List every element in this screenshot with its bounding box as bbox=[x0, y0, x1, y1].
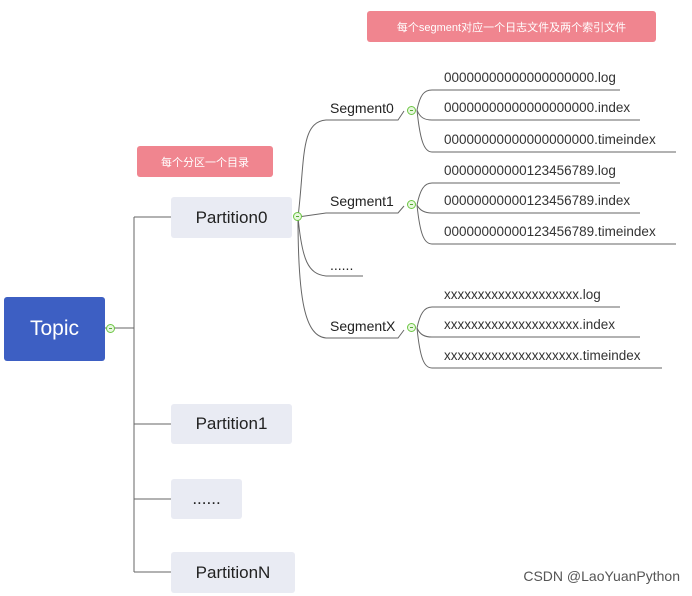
topic-collapse-icon[interactable] bbox=[106, 324, 115, 333]
segX-file1-link bbox=[416, 327, 640, 338]
partition1-node[interactable]: Partition1 bbox=[171, 404, 292, 444]
segment0-collapse-icon[interactable] bbox=[407, 106, 416, 115]
seg0-file0-link bbox=[416, 89, 620, 111]
seg0-file1-link bbox=[416, 109, 640, 121]
segment0-link bbox=[297, 110, 405, 218]
seg1-file0-link bbox=[416, 182, 620, 206]
segmentX-log-file[interactable]: xxxxxxxxxxxxxxxxxxxx.log bbox=[444, 287, 601, 302]
partition0-node[interactable]: Partition0 bbox=[171, 197, 292, 238]
segment1-index-file[interactable]: 00000000000123456789.index bbox=[444, 193, 631, 208]
topic-node[interactable]: Topic bbox=[4, 297, 105, 361]
segment0-log-file[interactable]: 00000000000000000000.log bbox=[444, 70, 616, 85]
segment-ellipsis-link bbox=[297, 216, 363, 277]
partition-ellipsis-node[interactable]: ...... bbox=[171, 479, 242, 519]
seg0-file2-link bbox=[416, 109, 676, 153]
seg1-file1-link bbox=[416, 204, 640, 214]
segment1-timeindex-file[interactable]: 00000000000123456789.timeindex bbox=[444, 224, 656, 239]
footer-credit: CSDN @LaoYuanPython bbox=[523, 568, 680, 584]
segment1-log-file[interactable]: 00000000000123456789.log bbox=[444, 163, 616, 178]
segment-ellipsis-label[interactable]: ...... bbox=[330, 257, 354, 273]
segment0-label[interactable]: Segment0 bbox=[330, 100, 394, 116]
segmentX-timeindex-file[interactable]: xxxxxxxxxxxxxxxxxxxx.timeindex bbox=[444, 348, 641, 363]
seg1-file2-link bbox=[416, 204, 676, 245]
segment0-index-file[interactable]: 00000000000000000000.index bbox=[444, 100, 631, 115]
segment-note: 每个segment对应一个日志文件及两个索引文件 bbox=[367, 11, 656, 42]
segment1-label[interactable]: Segment1 bbox=[330, 193, 394, 209]
partition0-collapse-icon[interactable] bbox=[293, 212, 302, 221]
segX-file2-link bbox=[416, 327, 662, 369]
partitionN-node[interactable]: PartitionN bbox=[171, 552, 295, 593]
segment1-collapse-icon[interactable] bbox=[407, 200, 416, 209]
segmentX-label[interactable]: SegmentX bbox=[330, 318, 396, 334]
segmentX-collapse-icon[interactable] bbox=[407, 323, 416, 332]
segX-file0-link bbox=[416, 306, 620, 329]
partition-note: 每个分区一个目录 bbox=[137, 146, 273, 177]
segmentX-index-file[interactable]: xxxxxxxxxxxxxxxxxxxx.index bbox=[444, 317, 616, 332]
segment1-link bbox=[297, 205, 405, 218]
segmentX-link bbox=[297, 216, 405, 339]
segment0-timeindex-file[interactable]: 00000000000000000000.timeindex bbox=[444, 132, 656, 147]
